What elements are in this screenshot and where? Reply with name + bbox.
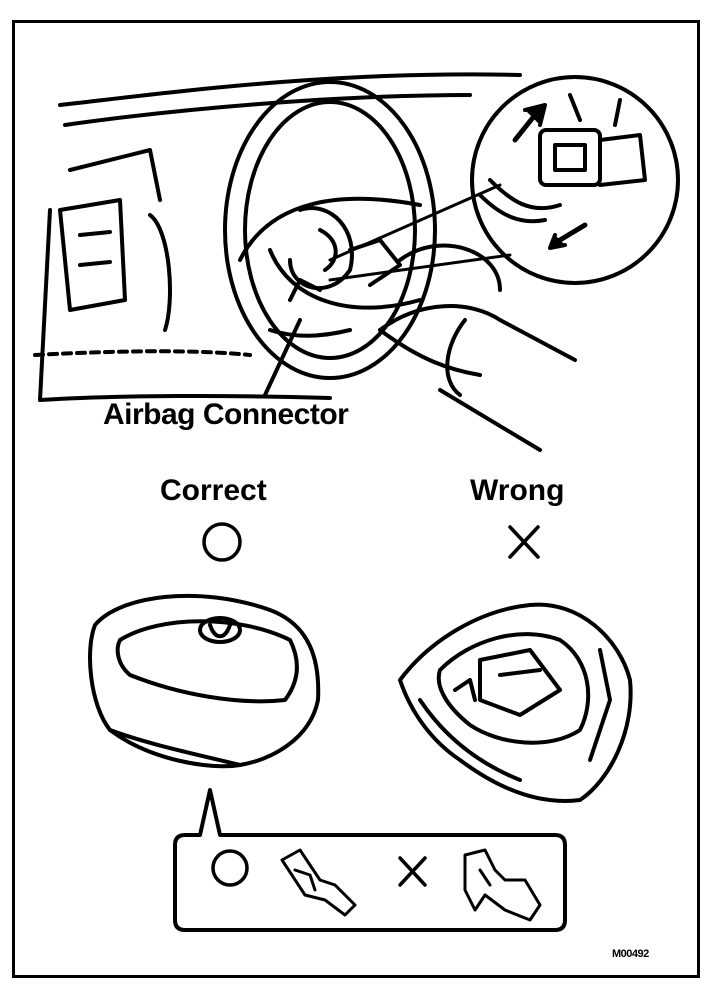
hand-drawing	[378, 243, 577, 452]
detail-correct-circle-symbol	[211, 849, 249, 887]
detail-correct-drawing	[280, 848, 357, 917]
correct-circle-symbol	[202, 522, 242, 562]
wrong-cross-symbol	[508, 525, 540, 559]
figure-code: M00492	[612, 948, 649, 960]
dashboard-drawing	[33, 72, 522, 402]
airbag-module-correct-drawing	[88, 593, 321, 769]
connector-leader-line	[263, 318, 302, 397]
correct-label: Correct	[160, 474, 267, 507]
airbag-module-wrong-drawing	[398, 602, 633, 803]
detail-wrong-cross-symbol	[398, 856, 427, 887]
detail-wrong-drawing	[463, 848, 542, 922]
airbag-connector-label: Airbag Connector	[103, 398, 349, 431]
magnifier-inset	[470, 75, 680, 285]
magnifier-ray-2	[328, 253, 512, 282]
steering-wheel-drawing	[223, 80, 437, 380]
wrong-label: Wrong	[470, 474, 565, 507]
figure-frame	[12, 20, 700, 978]
